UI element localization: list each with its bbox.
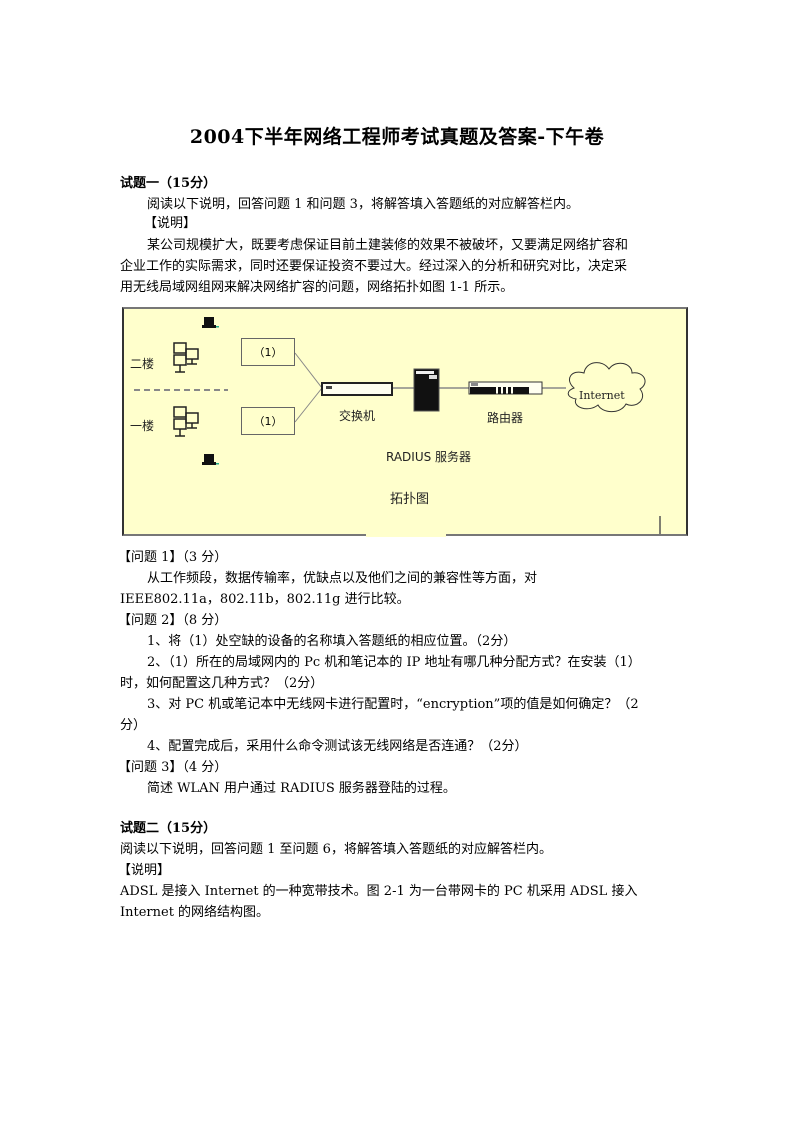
floor1-label: 一楼 (130, 419, 155, 433)
sub1-heading: 【问题 1】（3 分） (118, 550, 228, 565)
internet-cloud-icon (567, 362, 646, 413)
switch-icon (321, 382, 393, 396)
topology-figure: 二楼 一楼 （1） （1） 交换机 路由器 Internet RADIUS 服务… (122, 307, 688, 537)
blank-device-bottom: （1） (241, 407, 295, 435)
sub2-item: 1、将（1）处空缺的设备的名称填入答题纸的相应位置。（2分） (147, 634, 517, 649)
question1-desc-line: 某公司规模扩大，既要考虑保证目前土建装修的效果不被破坏，又要满足网络扩容和 (147, 238, 629, 253)
bottom-border-gap (366, 533, 446, 537)
sub2-item: 时，如何配置这几种方式？（2分） (120, 676, 324, 691)
switch-label: 交换机 (339, 409, 376, 423)
question2-heading: 试题二（15分） (120, 821, 217, 836)
document-title: 2004下半年网络工程师考试真题及答案-下午卷 (189, 126, 605, 148)
sub3-line: 简述 WLAN 用户通过 RADIUS 服务器登陆的过程。 (147, 781, 456, 796)
question1-desc-line: 用无线局域网组网来解决网络扩容的问题，网络拓扑如图 1-1 所示。 (120, 280, 514, 295)
question1-desc-line: 企业工作的实际需求，同时还要保证投资不要过大。经过深入的分析和研究对比，决定采 (120, 259, 628, 274)
sub1-line: 从工作频段，数据传输率，优缺点以及他们之间的兼容性等方面，对 (147, 571, 538, 586)
sub3-heading: 【问题 3】（4 分） (118, 760, 228, 775)
figure-caption: 拓扑图 (390, 492, 430, 507)
question2-desc-line: Internet 的网络结构图。 (120, 905, 270, 920)
sub2-item: 2、（1）所在的局域网内的 Pc 机和笔记本的 IP 地址有哪几种分配方式？在安… (147, 655, 641, 670)
topology-diagram-lines (134, 317, 661, 534)
question1-heading: 试题一（15分） (120, 176, 217, 191)
laptop-icon (202, 317, 219, 328)
sub2-item: 分） (120, 718, 147, 733)
router-label: 路由器 (487, 411, 524, 425)
question2-desc-label: 【说明】 (118, 863, 171, 878)
sub2-item: 3、对 PC 机或笔记本中无线网卡进行配置时，“encryption”项的值是如… (147, 697, 639, 712)
sub2-item: 4、配置完成后，采用什么命令测试该无线网络是否连通？（2分） (147, 739, 528, 754)
question1-instruction: 阅读以下说明，回答问题 1 和问题 3，将解答填入答题纸的对应解答栏内。 (147, 197, 579, 212)
floor2-label: 二楼 (130, 357, 155, 371)
internet-label: Internet (579, 389, 625, 402)
sub1-line: IEEE802.11a，802.11b，802.11g 进行比较。 (120, 592, 410, 607)
sub2-heading: 【问题 2】（8 分） (118, 613, 228, 628)
server-icon (413, 368, 440, 412)
blank-device-top: （1） (241, 338, 295, 366)
question2-instruction: 阅读以下说明，回答问题 1 至问题 6，将解答填入答题纸的对应解答栏内。 (120, 842, 552, 857)
pc-group-icon (173, 342, 199, 373)
router-icon (468, 381, 543, 395)
question2-desc-line: ADSL 是接入 Internet 的一种宽带技术。图 2-1 为一台带网卡的 … (120, 884, 638, 899)
laptop-icon (202, 454, 219, 465)
radius-server-label: RADIUS 服务器 (386, 450, 472, 464)
pc-group-icon (173, 406, 199, 437)
question1-desc-label: 【说明】 (144, 216, 197, 231)
